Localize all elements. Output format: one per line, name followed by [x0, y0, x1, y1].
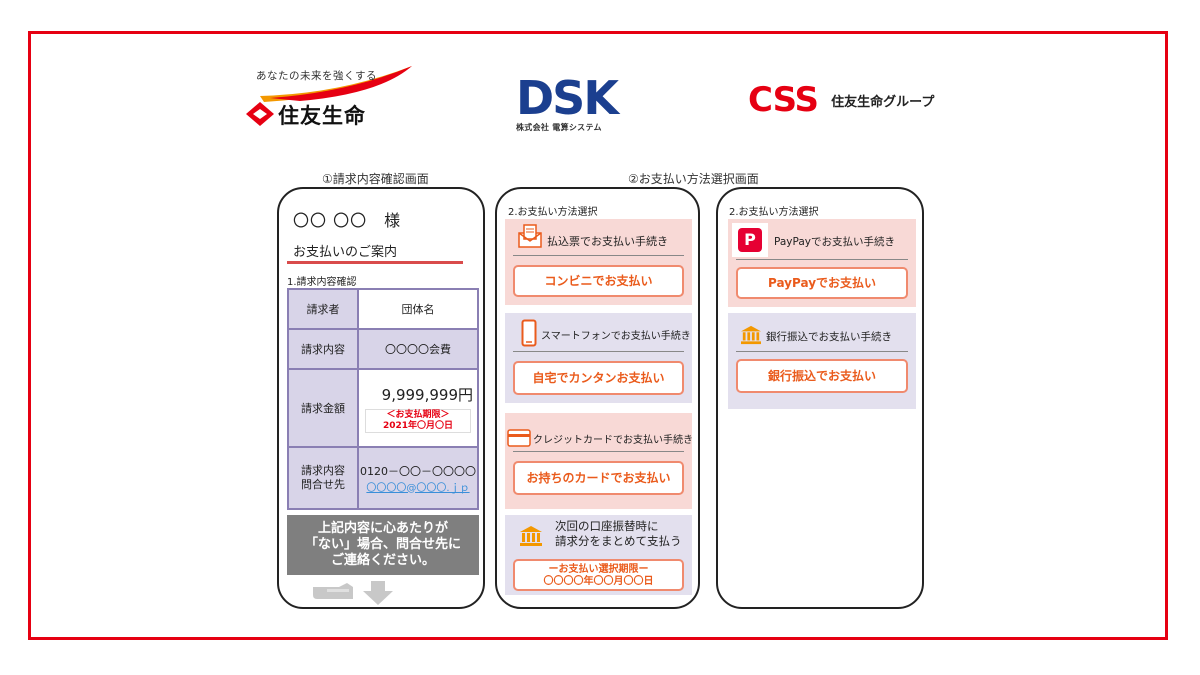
table-row: 請求内容 問合せ先 0120－〇〇－〇〇〇〇 〇〇〇〇@〇〇〇.ｊｐ: [287, 446, 479, 510]
home-easy-pay-button[interactable]: 自宅でカンタンお支払い: [513, 361, 684, 395]
css-logo: CSS 住友生命グループ: [748, 80, 934, 120]
outer-frame: [28, 31, 1168, 640]
credit-card-block: クレジットカードでお支払い手続き お持ちのカードでお支払い: [505, 413, 693, 509]
table-row: 請求金額 9,999,999円 ＜お支払期限＞ 2021年〇月〇日: [287, 368, 479, 448]
select-deadline-label: ーお支払い選択期限ー: [548, 564, 649, 575]
paypay-pay-button[interactable]: PayPayでお支払い: [736, 267, 908, 299]
divider: [513, 255, 684, 256]
sumitomo-life-logo: あなたの未来を強くする 住友生命: [240, 64, 430, 136]
envelope-document-icon: [518, 224, 542, 248]
contact-email-link[interactable]: 〇〇〇〇@〇〇〇.ｊｐ: [366, 482, 470, 494]
dsk-company-name: 株式会社 電算システム: [516, 123, 602, 132]
table-row: 請求者 団体名: [287, 288, 479, 330]
caption-screen2: ②お支払い方法選択画面: [628, 172, 759, 186]
css-wordmark: CSS: [748, 80, 819, 120]
divider: [736, 259, 908, 260]
paypay-block: P PayPayでお支払い手続き PayPayでお支払い: [728, 219, 916, 307]
row-value-contact: 0120－〇〇－〇〇〇〇 〇〇〇〇@〇〇〇.ｊｐ: [357, 446, 479, 510]
table-row: 請求内容 〇〇〇〇会費: [287, 328, 479, 370]
divider: [513, 451, 684, 452]
phone-screen-2: 2.お支払い方法選択 払込票でお支払い手続き コンビニでお支払い スマートフォン…: [495, 187, 700, 609]
row-label-amount: 請求金額: [287, 368, 359, 448]
deadline-label: ＜お支払期限＞: [386, 409, 450, 420]
section-title: 1.請求内容確認: [287, 277, 357, 288]
divider: [736, 351, 908, 352]
smartphone-icon: [521, 319, 537, 347]
swoosh-graphic: [260, 66, 412, 102]
bank-icon: [520, 526, 542, 546]
sumitomo-mark-icon: [246, 102, 274, 126]
credit-card-title: クレジットカードでお支払い手続き: [533, 435, 693, 446]
deadline-date: 2021年〇月〇日: [382, 420, 454, 431]
phone-screen-3: 2.お支払い方法選択 P PayPayでお支払い手続き PayPayでお支払い …: [716, 187, 924, 609]
row-label-content: 請求内容: [287, 328, 359, 370]
section-title: 2.お支払い方法選択: [508, 207, 598, 218]
select-deadline-button[interactable]: ーお支払い選択期限ー 〇〇〇〇年〇〇月〇〇日: [513, 559, 684, 591]
contact-phone: 0120－〇〇－〇〇〇〇: [360, 464, 476, 478]
pointing-hand-arrow-icon: [313, 581, 393, 605]
sumitomo-tagline: あなたの未来を強くする: [256, 70, 377, 82]
bank-icon: [741, 325, 761, 345]
amount-value: 9,999,999円: [381, 385, 473, 404]
bank-transfer-block: 銀行振込でお支払い手続き 銀行振込でお支払い: [728, 313, 916, 409]
paypay-icon: P: [738, 228, 762, 252]
credit-card-icon: [507, 429, 531, 447]
bank-transfer-title: 銀行振込でお支払い手続き: [766, 331, 892, 343]
account-transfer-block: 次回の口座振替時に 請求分をまとめて支払う ーお支払い選択期限ー 〇〇〇〇年〇〇…: [505, 515, 692, 595]
title-underline: [287, 261, 463, 264]
bank-transfer-pay-button[interactable]: 銀行振込でお支払い: [736, 359, 908, 393]
row-label-contact: 請求内容 問合せ先: [287, 446, 359, 510]
divider: [513, 351, 684, 352]
customer-name: 〇〇 〇〇 様: [293, 211, 402, 230]
payslip-block: 払込票でお支払い手続き コンビニでお支払い: [505, 219, 692, 305]
dsk-logo: DSK 株式会社 電算システム: [516, 71, 626, 138]
dsk-wordmark: DSK: [516, 71, 619, 125]
paypay-title: PayPayでお支払い手続き: [774, 236, 896, 248]
smartphone-block: スマートフォンでお支払い手続き 自宅でカンタンお支払い: [505, 313, 692, 403]
guide-title: お支払いのご案内: [293, 245, 398, 260]
phone-screen-1: 〇〇 〇〇 様 お支払いのご案内 1.請求内容確認 請求者 団体名 請求内容 〇…: [277, 187, 485, 609]
select-deadline-date: 〇〇〇〇年〇〇月〇〇日: [543, 576, 654, 587]
convenience-store-pay-button[interactable]: コンビニでお支払い: [513, 265, 684, 297]
smartphone-title: スマートフォンでお支払い手続き: [541, 331, 691, 342]
sumitomo-name: 住友生命: [278, 104, 366, 128]
row-value-content: 〇〇〇〇会費: [357, 328, 479, 370]
account-transfer-title: 次回の口座振替時に 請求分をまとめて支払う: [555, 519, 682, 548]
row-value-requester: 団体名: [357, 288, 479, 330]
invoice-table: 請求者 団体名 請求内容 〇〇〇〇会費 請求金額 9,999,999円 ＜お支払…: [287, 288, 479, 510]
caption-screen1: ①請求内容確認画面: [322, 172, 429, 186]
notice-banner: 上記内容に心あたりが 「ない」場合、問合せ先に ご連絡ください。: [287, 515, 479, 575]
section-title: 2.お支払い方法選択: [729, 207, 819, 218]
row-value-amount: 9,999,999円 ＜お支払期限＞ 2021年〇月〇日: [357, 368, 479, 448]
row-label-requester: 請求者: [287, 288, 359, 330]
css-group-name: 住友生命グループ: [831, 94, 935, 110]
card-pay-button[interactable]: お持ちのカードでお支払い: [513, 461, 684, 495]
payment-deadline: ＜お支払期限＞ 2021年〇月〇日: [365, 408, 471, 433]
payslip-title: 払込票でお支払い手続き: [547, 235, 668, 248]
